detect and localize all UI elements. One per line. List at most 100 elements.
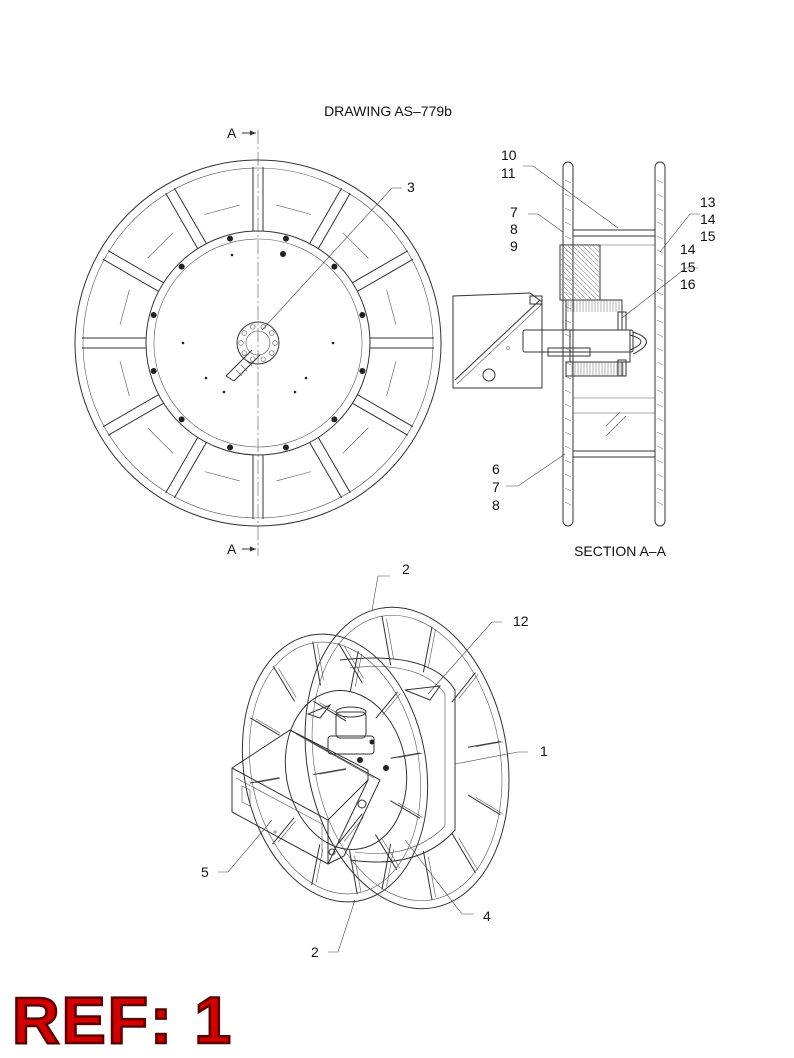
isometric-view: 2 12 1 5 4 2 (201, 561, 548, 960)
iso-spoke (451, 832, 476, 874)
hatch-line (560, 293, 567, 300)
iso-spoke-edge (278, 668, 297, 698)
flange-mark (656, 277, 664, 282)
drum-bolts (150, 235, 366, 451)
drum-bolt (150, 312, 157, 319)
section-marker-bottom-label: A (227, 541, 237, 557)
flange-mark (564, 277, 572, 282)
spoke (309, 187, 351, 249)
hatch-line (560, 268, 592, 300)
flange-mark (656, 347, 664, 352)
iso-spoke (272, 817, 295, 845)
brace (386, 289, 397, 325)
iso-spoke (349, 850, 358, 895)
iso-spoke-edge (319, 769, 347, 775)
hub-hole (269, 330, 275, 336)
iso-spoke (249, 717, 280, 736)
hub-hole (272, 340, 278, 346)
callout-14-top: 14 (700, 211, 716, 227)
hatch-line (560, 273, 587, 300)
drum-bolt (227, 235, 234, 242)
brace (342, 232, 369, 259)
drawing-title: DRAWING AS–779b (324, 103, 452, 119)
callout-7-top: 7 (510, 204, 518, 220)
section-leaders (506, 165, 700, 487)
flange-mark (564, 417, 572, 422)
iso-spoke (338, 642, 363, 684)
spoke (165, 437, 207, 499)
iso-spoke-edge (255, 778, 280, 783)
flange-mark (656, 249, 664, 254)
brace (386, 361, 397, 397)
brace (119, 289, 130, 325)
drum-bolt (359, 367, 366, 374)
leader-3 (261, 187, 402, 331)
hub-hole (241, 330, 247, 336)
iso-motor (327, 706, 389, 771)
right-flange (654, 161, 666, 527)
spoke (165, 187, 207, 249)
iso-drum (339, 657, 456, 863)
callout-10: 10 (501, 147, 517, 163)
flange-mark (564, 487, 572, 492)
iso-spoke-edge (475, 741, 503, 747)
hose-fitting-ribs (235, 359, 253, 377)
iso-spoke-edge (316, 644, 324, 681)
flange-mark (564, 445, 572, 450)
iso-spoke (467, 794, 501, 816)
front-view: A A 3 (74, 125, 442, 557)
spoke (82, 337, 146, 349)
iso-spoke (312, 641, 321, 686)
callout-1: 1 (540, 743, 548, 759)
hub-bolt-holes (238, 324, 278, 362)
flange-mark (656, 319, 664, 324)
iso-back-spokes (313, 615, 503, 901)
hatch-line (560, 278, 582, 300)
section-marker-top-label: A (227, 125, 237, 141)
flange-mark (656, 361, 664, 366)
iso-spoke (451, 672, 476, 703)
flange-mark (656, 207, 664, 212)
flange-mark (564, 221, 572, 226)
iso-spoke-edge (381, 838, 400, 868)
drum-tubes (572, 229, 656, 458)
iso-spoke-edge (277, 820, 296, 843)
iso-spoke (313, 700, 347, 722)
drum-bolt (227, 444, 234, 451)
spoke (102, 250, 164, 292)
iso-spoke (467, 741, 501, 748)
flange-mark (656, 375, 664, 380)
flange-mark (656, 221, 664, 226)
hub-hole (250, 356, 256, 362)
iso-spoke-edge (428, 629, 436, 667)
brace (204, 204, 240, 215)
iso-spoke-edge (475, 797, 503, 814)
callout-6: 6 (492, 461, 500, 477)
drum-bolt (331, 416, 338, 423)
flange-mark (656, 431, 664, 436)
spoke (309, 437, 351, 499)
iso-spoke (349, 651, 359, 692)
spoke (252, 455, 264, 519)
flange-mark (564, 179, 572, 184)
callout-4: 4 (483, 908, 491, 924)
flange-mark (564, 501, 572, 506)
flange-mark (656, 291, 664, 296)
iso-spoke-edge (458, 837, 479, 871)
callout-14-mid: 14 (680, 241, 696, 257)
callout-9: 9 (510, 238, 518, 254)
iso-front-flange (241, 633, 429, 903)
flange-mark (656, 235, 664, 240)
iso-spoke (249, 777, 280, 784)
spokes (82, 167, 434, 519)
iso-spoke (313, 768, 347, 775)
spoke (252, 167, 264, 231)
ref-badge: REF: 1 (11, 983, 234, 1057)
hub-hole (250, 324, 256, 330)
drum-bolt (178, 416, 185, 423)
flange-mark (656, 179, 664, 184)
flange-mark (564, 389, 572, 394)
hatch-line (577, 245, 600, 268)
